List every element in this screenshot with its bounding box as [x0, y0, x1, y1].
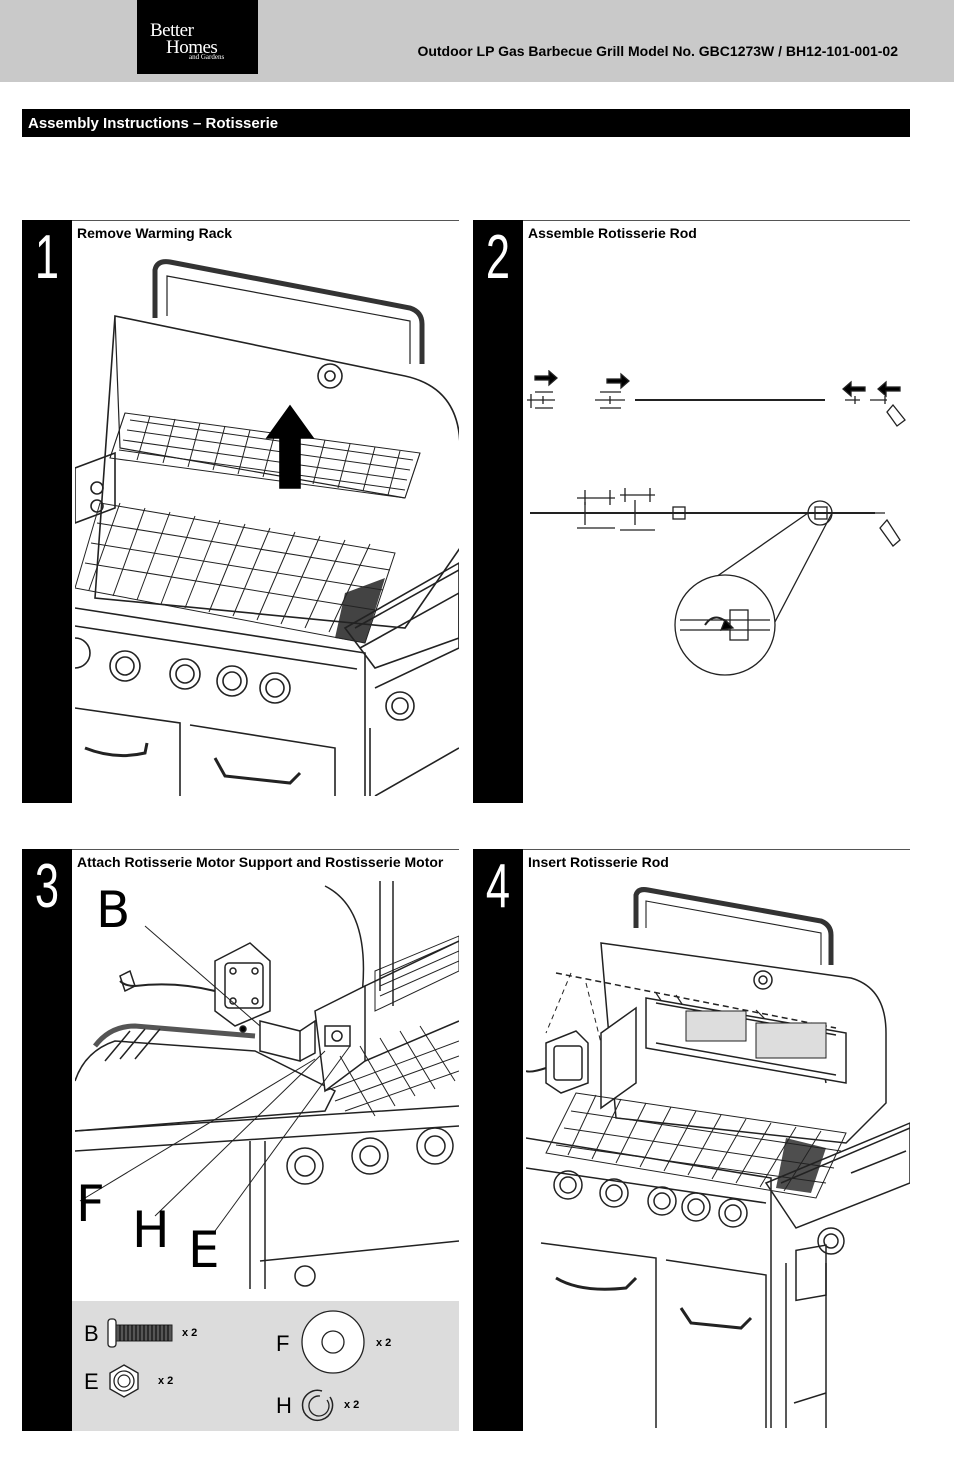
- step-number-bar: [22, 220, 72, 803]
- page-header: Better Homes and Gardens Outdoor LP Gas …: [0, 0, 954, 82]
- part-qty-e: x 2: [158, 1375, 174, 1387]
- part-qty-f: x 2: [376, 1337, 392, 1349]
- grill-warming-rack-illustration: [75, 259, 459, 796]
- step-title: Attach Rotisserie Motor Support and Rost…: [77, 854, 444, 870]
- step-number: 4: [485, 852, 511, 921]
- step-number: 3: [34, 852, 60, 921]
- rotisserie-rod-illustration: [527, 370, 906, 676]
- model-title: Outdoor LP Gas Barbecue Grill Model No. …: [417, 43, 898, 59]
- callout-f: F: [76, 1175, 105, 1233]
- step-title: Remove Warming Rack: [77, 225, 233, 241]
- part-label-f: F: [276, 1331, 290, 1356]
- step-title: Assemble Rotisserie Rod: [528, 225, 697, 241]
- divider: [523, 220, 910, 221]
- grill-rotisserie-illustration: [526, 887, 910, 1428]
- lock-washer-icon: [301, 1389, 334, 1422]
- step-number-bar: [22, 849, 72, 1431]
- step-number: 1: [34, 223, 60, 292]
- step-number-bar: [473, 849, 523, 1431]
- part-qty-b: x 2: [182, 1327, 198, 1339]
- step-1: 1 Remove Warming Rack: [22, 220, 459, 803]
- divider: [72, 220, 459, 221]
- step-number: 2: [485, 223, 511, 292]
- divider: [523, 849, 910, 850]
- section-title: Assembly Instructions – Rotisserie: [22, 109, 910, 137]
- washer-icon: [301, 1310, 365, 1374]
- part-label-e: E: [84, 1369, 99, 1394]
- hardware-parts-box: B x 2 E x 2 F x 2 H x 2: [72, 1301, 459, 1431]
- divider: [72, 849, 459, 850]
- step-number-bar: [473, 220, 523, 803]
- bolt-icon: [107, 1318, 173, 1348]
- part-label-b: B: [84, 1321, 99, 1346]
- part-qty-h: x 2: [344, 1399, 360, 1411]
- callout-e: E: [188, 1221, 220, 1279]
- step-4: 4 Insert Rotisserie Rod: [473, 849, 910, 1431]
- step-title: Insert Rotisserie Rod: [528, 854, 669, 870]
- logo-line-3: and Gardens: [189, 53, 225, 61]
- nut-icon: [109, 1364, 139, 1398]
- callout-h: H: [132, 1201, 170, 1259]
- step-2: 2 Assemble Rotisserie Rod: [473, 220, 910, 803]
- rotisserie-motor-illustration: [75, 881, 459, 1289]
- logo-line-1: Better: [150, 20, 194, 41]
- callout-b: B: [96, 881, 131, 939]
- logo-line-2: Homes: [166, 37, 218, 58]
- step-3: 3 Attach Rotisserie Motor Support and Ro…: [22, 849, 459, 1431]
- brand-logo: Better Homes and Gardens: [137, 0, 258, 74]
- part-label-h: H: [276, 1393, 292, 1418]
